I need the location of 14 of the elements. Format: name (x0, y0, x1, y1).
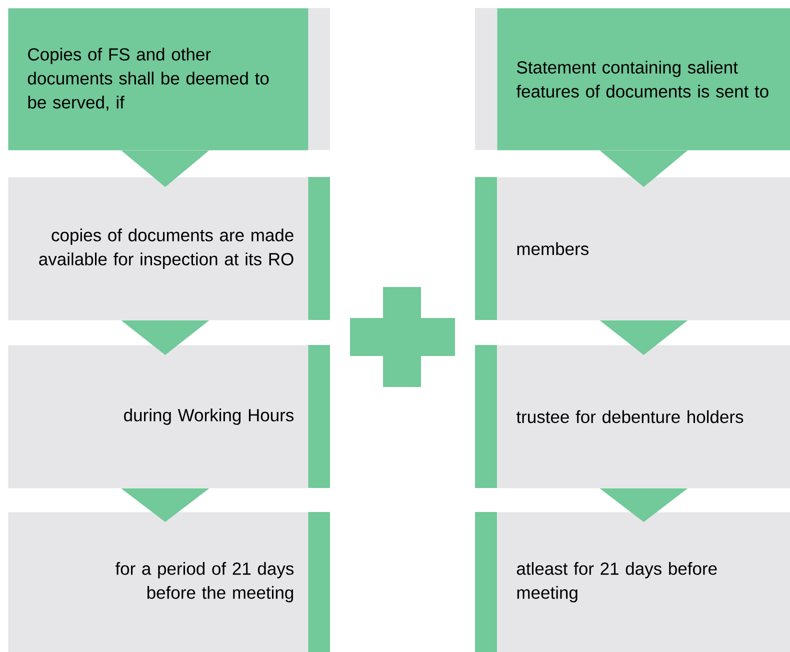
text-box: during Working Hours (8, 345, 330, 488)
text-box: trustee for debenture holders (475, 345, 790, 488)
header-box: Copies of FS and other documents shall be deemed to be served, if (8, 8, 330, 150)
arrow (121, 150, 210, 187)
text-box: atleast for 21 days before meeting (475, 512, 790, 652)
header-box: Statement containing salient features of documents is sent to (475, 8, 790, 150)
text-box: members (475, 177, 790, 320)
arrow (121, 488, 210, 522)
arrow (600, 320, 688, 355)
text-box: for a period of 21 days before the meeting (8, 512, 330, 652)
arrow (600, 150, 688, 187)
arrow (121, 320, 210, 355)
arrow (600, 488, 688, 522)
text-box: copies of documents are made available for inspection at its RO (8, 177, 330, 320)
